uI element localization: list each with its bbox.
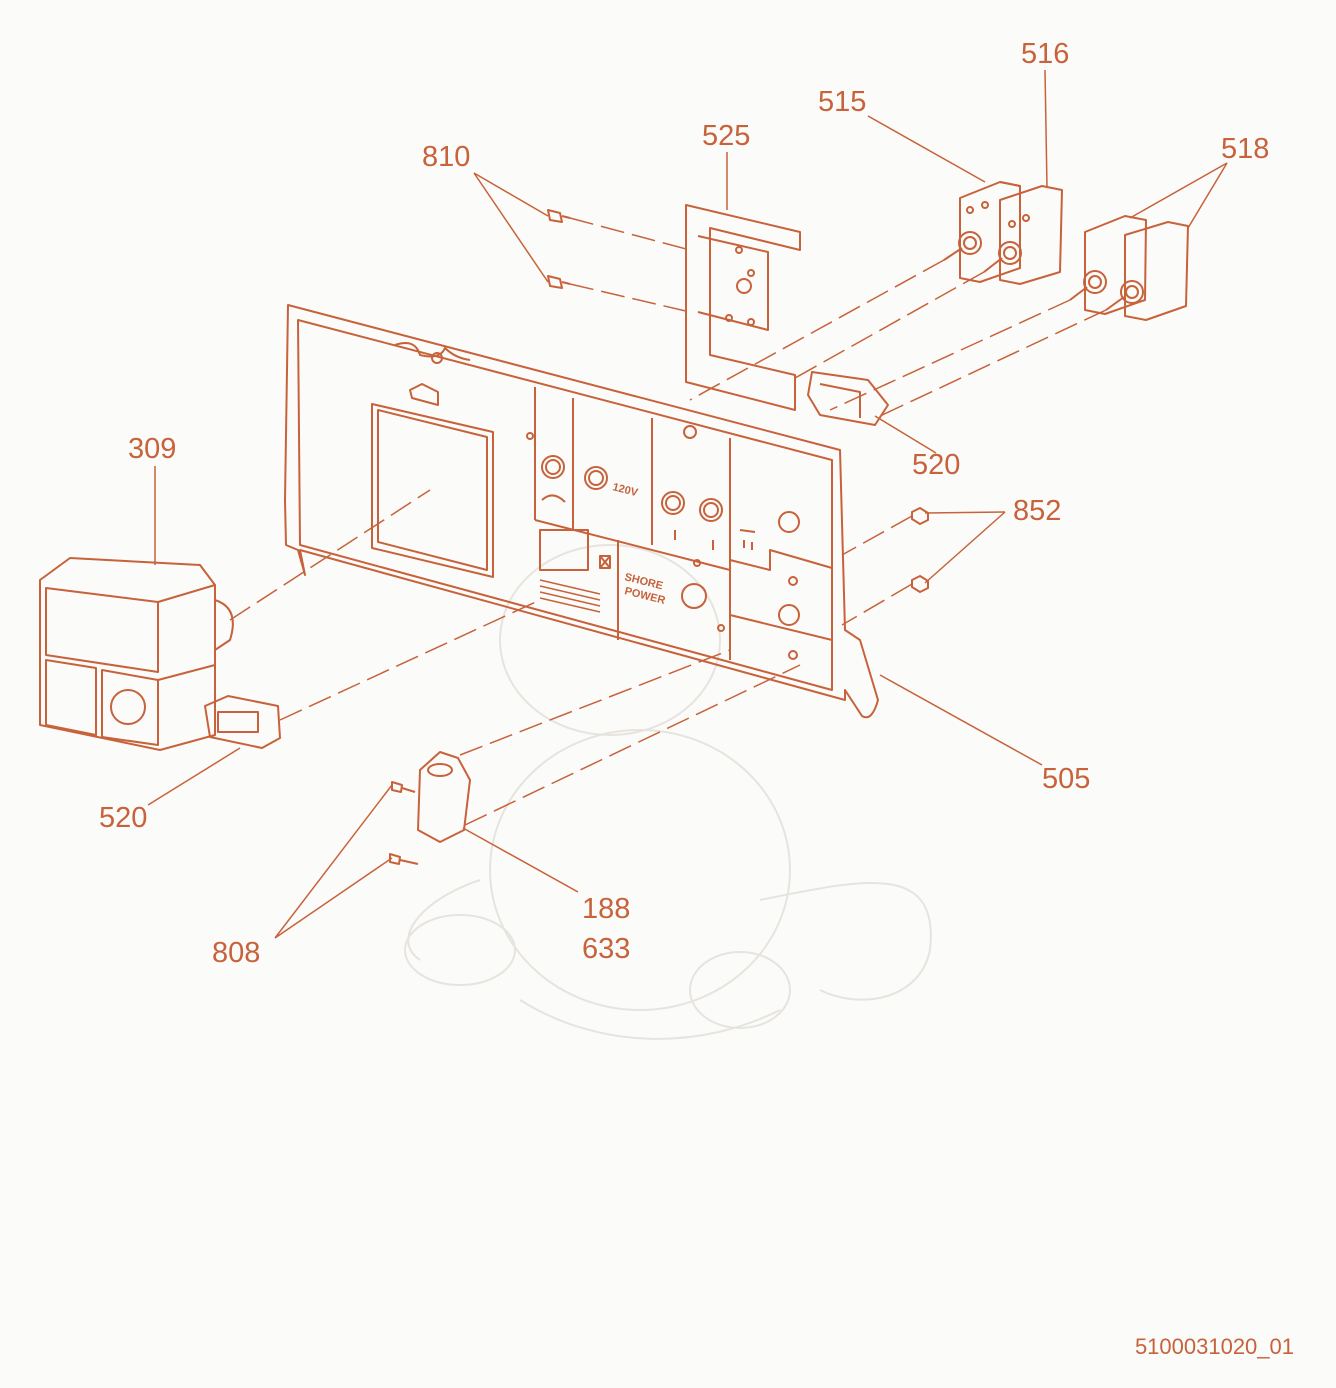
filter-188-633 xyxy=(417,751,471,843)
screws-808 xyxy=(389,781,419,865)
callout-633: 633 xyxy=(582,933,631,965)
watermark-illustration xyxy=(404,544,932,1040)
callout-810: 810 xyxy=(422,141,471,173)
meter-309 xyxy=(39,557,234,751)
callout-520-upper: 520 xyxy=(912,449,961,481)
callout-520-lower: 520 xyxy=(99,802,148,834)
callout-309: 309 xyxy=(128,433,177,465)
breakers-518 xyxy=(1069,215,1189,321)
callout-852: 852 xyxy=(1013,495,1062,527)
leader-lines xyxy=(147,69,1228,939)
nuts-852 xyxy=(911,507,929,593)
panel-text-group: 120V SHORE POWER xyxy=(611,481,666,607)
callout-515: 515 xyxy=(818,86,867,118)
callout-525: 525 xyxy=(702,120,751,152)
callout-516: 516 xyxy=(1021,38,1070,70)
callout-188: 188 xyxy=(582,893,631,925)
callout-808: 808 xyxy=(212,937,261,969)
control-panel-505 xyxy=(284,304,879,719)
callout-505: 505 xyxy=(1042,763,1091,795)
callout-518: 518 xyxy=(1221,133,1270,165)
screws-810 xyxy=(547,209,571,289)
breakers-515-516 xyxy=(943,181,1063,285)
assembly-dash-lines xyxy=(229,217,1107,826)
drawing-id: 5100031020_01 xyxy=(1134,1334,1294,1359)
cap-520-upper xyxy=(807,371,889,426)
bracket-525 xyxy=(685,204,801,411)
panel-voltage-label: 120V xyxy=(611,481,639,499)
cap-520-lower xyxy=(204,695,281,749)
